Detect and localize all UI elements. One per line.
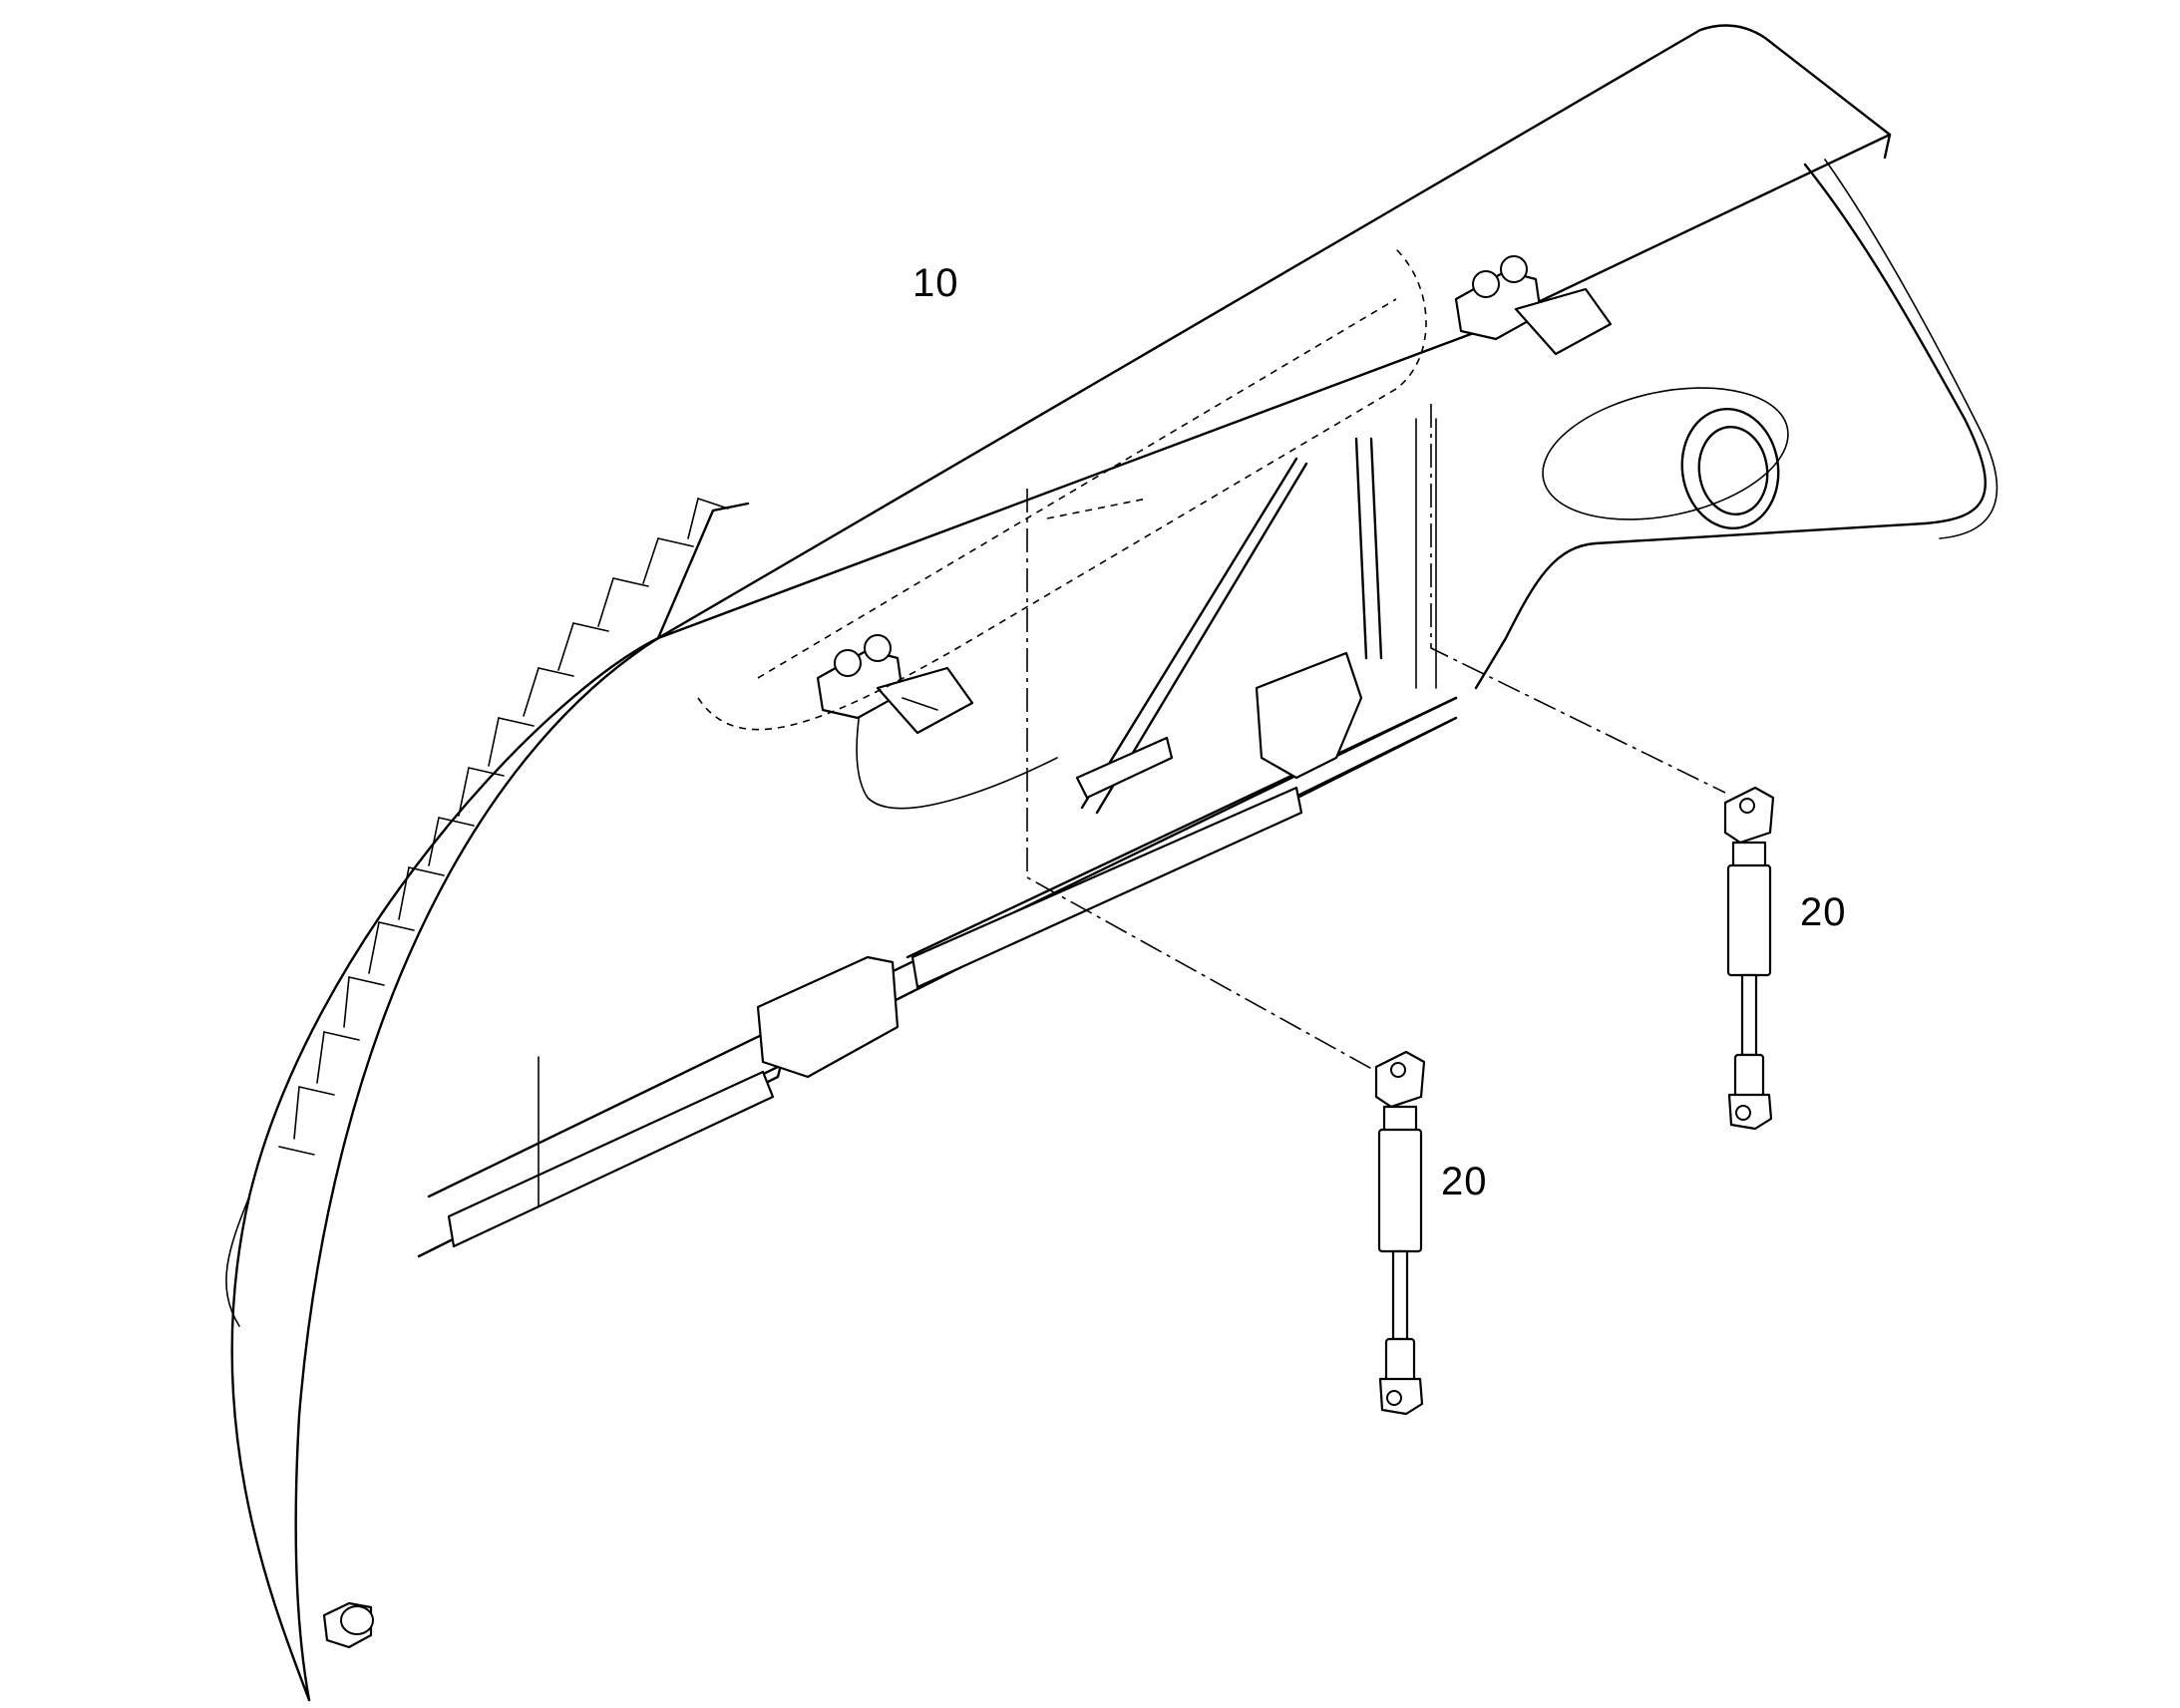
gas-strut-right bbox=[1723, 786, 1775, 1131]
hinge-left bbox=[816, 634, 974, 735]
centerline-right bbox=[1430, 404, 1726, 794]
bottom-pin bbox=[322, 1601, 374, 1649]
callout-gas-strut-left: 20 bbox=[1441, 1160, 1488, 1203]
gas-strut-left bbox=[1374, 1050, 1426, 1416]
hinge-right bbox=[1454, 255, 1613, 356]
callout-gas-strut-right: 20 bbox=[1800, 890, 1847, 934]
centerline-left bbox=[1026, 489, 1387, 1078]
hood-assembly bbox=[225, 24, 1998, 1702]
grille-vanes bbox=[278, 498, 729, 1156]
callout-hood: 10 bbox=[912, 261, 959, 305]
